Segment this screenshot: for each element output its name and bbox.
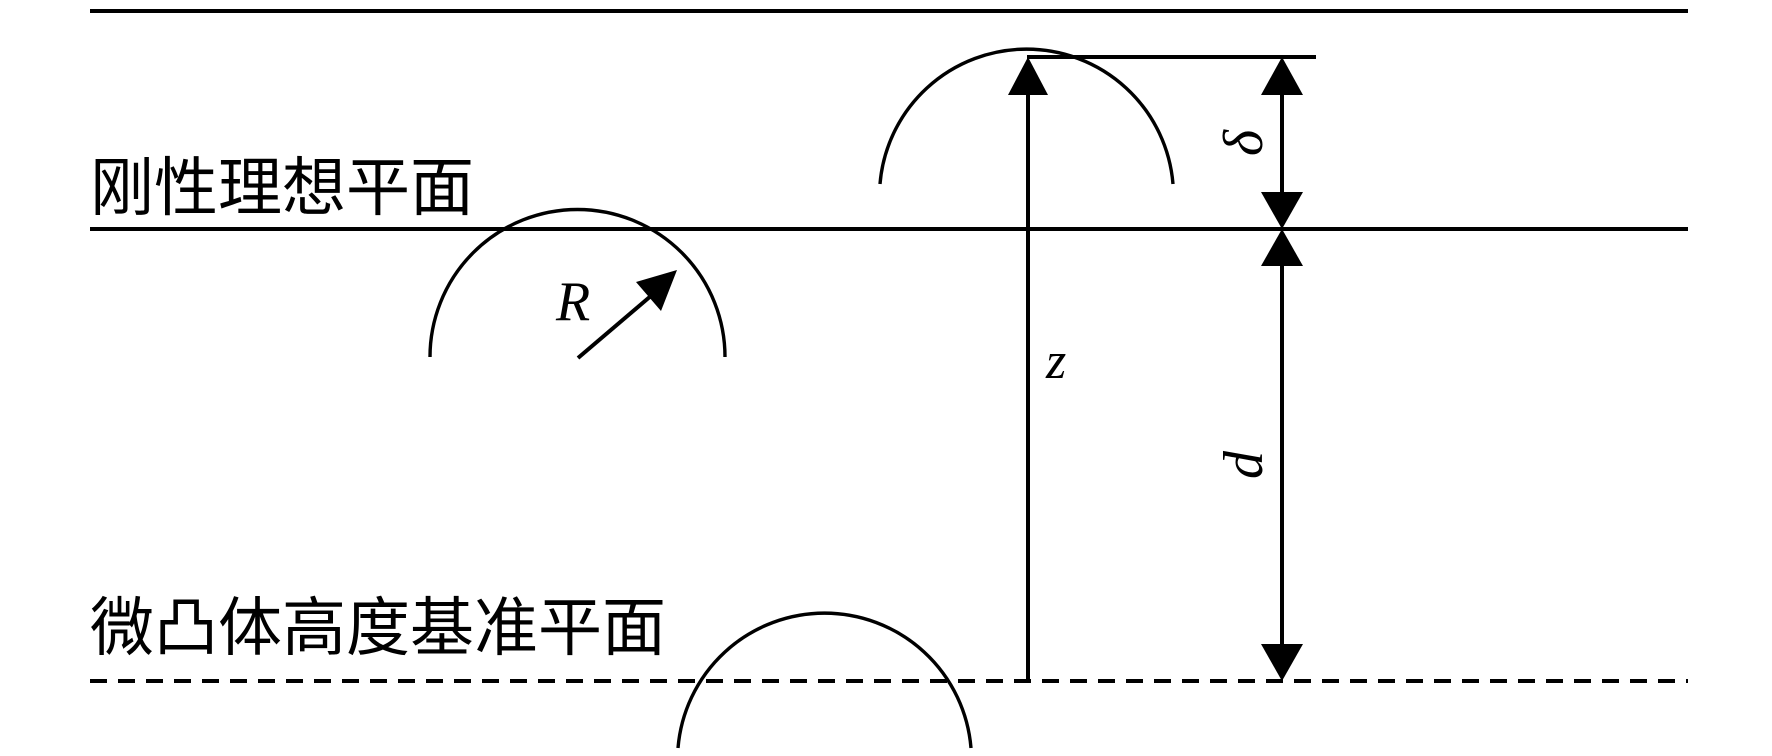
radius-arrow: [576, 270, 677, 360]
interference-label: δ: [1213, 129, 1275, 156]
separation-dimension-arrow: [1261, 229, 1303, 681]
height-arrow: [1008, 57, 1048, 681]
separation-label: d: [1213, 450, 1275, 479]
datum-plane-label: 微凸体高度基准平面: [90, 592, 666, 666]
rigid-plane-label: 刚性理想平面: [90, 152, 474, 226]
radius-label: R: [555, 271, 590, 333]
left-asperity-arc: [428, 207, 727, 358]
interference-dimension-arrow: [1261, 57, 1303, 229]
middle-asperity-arc: [878, 47, 1175, 185]
height-label: z: [1045, 333, 1066, 390]
lower-asperity-arc: [676, 611, 973, 749]
